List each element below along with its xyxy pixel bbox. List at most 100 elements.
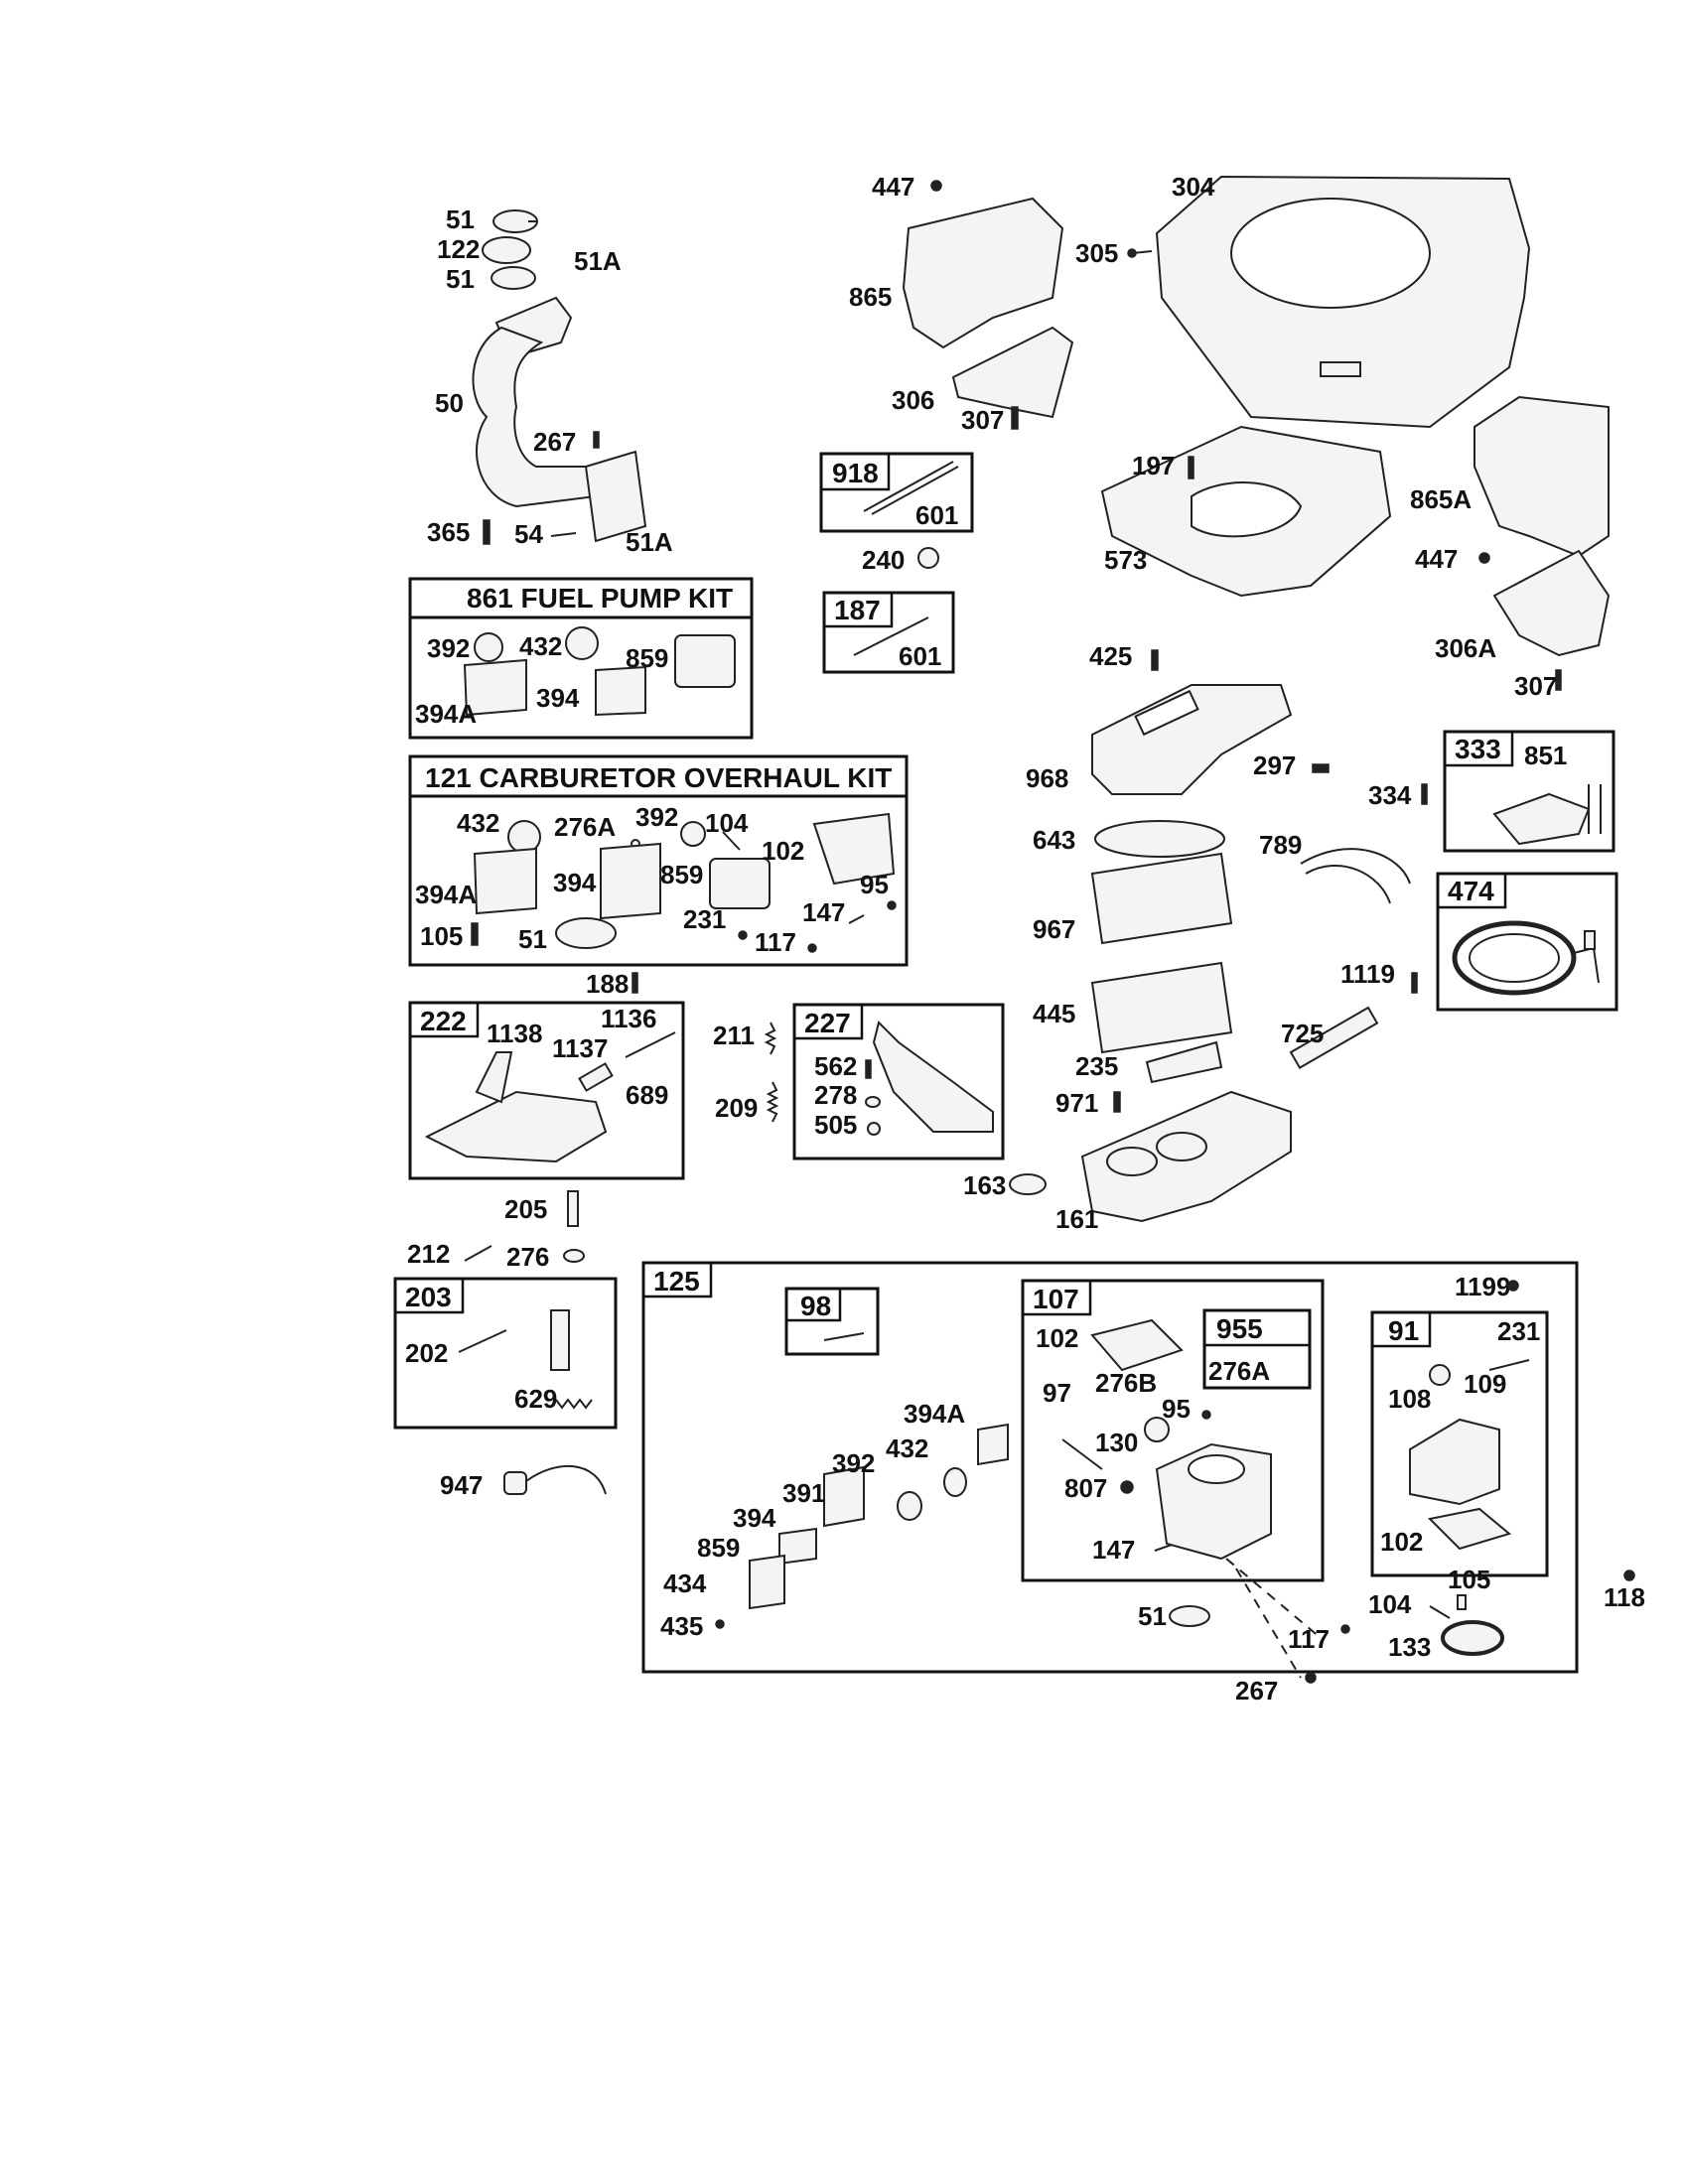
part-label: 394 <box>733 1503 776 1533</box>
baffle-lower-shape <box>951 326 1074 419</box>
link-shape <box>458 1329 507 1353</box>
part-label: 445 <box>1033 999 1075 1028</box>
box-carb-overhaul-kit <box>408 754 909 967</box>
governor-bracket-shape <box>424 1090 608 1163</box>
pre-cleaner-shape <box>1090 852 1233 945</box>
part-label: 122 <box>437 234 480 264</box>
bolt-shape <box>483 519 491 545</box>
part-label: 392 <box>635 802 678 832</box>
part-label: 307 <box>1514 671 1557 701</box>
part-label: 278 <box>814 1080 857 1110</box>
valve-shape <box>595 665 646 717</box>
carb-overhaul-kit: 121 CARBURETOR OVERHAUL KIT 432 276A 392… <box>408 754 909 999</box>
part-label: 102 <box>1380 1527 1423 1557</box>
kit-title: 121 CARBURETOR OVERHAUL KIT <box>425 762 892 793</box>
spring-shape <box>555 1398 593 1410</box>
part-label: 117 <box>755 927 796 957</box>
part-label: 105 <box>420 921 463 951</box>
box-91 <box>1370 1310 1549 1577</box>
part-label: 212 <box>407 1239 450 1269</box>
part-label: 163 <box>963 1170 1006 1200</box>
baffle-shape <box>902 197 1064 349</box>
part-label: 51 <box>446 205 475 234</box>
wire-shape <box>1300 848 1411 885</box>
part-label: 391 <box>782 1478 825 1508</box>
part-label: 109 <box>1464 1369 1506 1399</box>
part-label: 276B <box>1095 1368 1157 1398</box>
kit-title: 861 FUEL PUMP KIT <box>467 583 733 614</box>
bolt-shape <box>1011 406 1019 430</box>
box-tag: 474 <box>1448 876 1494 906</box>
seal-shape <box>1009 1173 1047 1195</box>
part-label: 231 <box>683 904 726 934</box>
part-label: 859 <box>660 860 703 889</box>
grommet-shape <box>917 547 939 569</box>
part-label: 392 <box>427 633 470 663</box>
spacer-shape <box>482 236 531 264</box>
part-label: 276A <box>1208 1356 1270 1386</box>
part-label: 435 <box>660 1611 703 1641</box>
box-227 <box>792 1003 1005 1160</box>
shaft-shape <box>1061 1438 1103 1470</box>
part-label: 211 <box>713 1021 755 1050</box>
part-label: 147 <box>1092 1535 1135 1565</box>
alternator-shape <box>1452 920 1577 996</box>
linkage-group: 205 212 276 203 202 629 947 <box>393 1190 618 1500</box>
part-label: 95 <box>1162 1394 1191 1424</box>
part-label: 267 <box>1235 1676 1278 1706</box>
part-label: 306 <box>892 385 934 415</box>
part-label: 102 <box>1036 1323 1078 1353</box>
gasket-shape <box>491 266 536 290</box>
solenoid-shape <box>503 1471 527 1495</box>
part-label: 133 <box>1388 1632 1431 1662</box>
part-label: 130 <box>1095 1428 1138 1457</box>
part-label: 789 <box>1259 830 1302 860</box>
part-label: 334 <box>1368 780 1412 810</box>
bowl-shape <box>1409 1418 1500 1506</box>
gasket-shape <box>1094 820 1225 858</box>
part-label: 859 <box>697 1533 740 1563</box>
part-label: 392 <box>832 1448 875 1478</box>
part-label: 859 <box>626 643 668 673</box>
box-222 <box>408 1001 685 1180</box>
box-107 <box>1021 1279 1325 1582</box>
box-tag: 203 <box>405 1282 452 1312</box>
part-label: 209 <box>715 1093 758 1123</box>
part-label: 851 <box>1524 741 1567 770</box>
box-203 <box>393 1277 618 1430</box>
part-label: 601 <box>915 500 958 530</box>
part-label: 807 <box>1064 1473 1107 1503</box>
box-tag: 222 <box>420 1006 467 1036</box>
blower-opening-shape <box>1230 198 1431 309</box>
part-label: 865A <box>1410 484 1472 514</box>
link-shape <box>464 1245 492 1262</box>
part-label: 95 <box>860 870 889 899</box>
box-tag: 955 <box>1216 1313 1263 1344</box>
part-label: 51 <box>518 924 547 954</box>
part-label: 97 <box>1043 1378 1071 1408</box>
ignition-module-shape <box>1492 792 1591 846</box>
part-label: 432 <box>886 1433 928 1463</box>
part-label: 573 <box>1104 545 1147 575</box>
part-label: 54 <box>514 519 543 549</box>
part-label: 51A <box>626 527 673 557</box>
element-shape <box>1090 961 1233 1054</box>
part-label: 197 <box>1132 451 1175 480</box>
part-label: 432 <box>519 631 562 661</box>
box-tag: 918 <box>832 458 879 488</box>
part-label: 235 <box>1075 1051 1118 1081</box>
part-label: 1137 <box>552 1033 608 1063</box>
part-label: 117 <box>1288 1624 1330 1654</box>
part-label: 276A <box>554 812 616 842</box>
part-label: 967 <box>1033 914 1075 944</box>
part-label: 601 <box>899 641 941 671</box>
bolt-shape <box>1188 456 1194 479</box>
exhaust-pipe-shape <box>472 326 608 508</box>
part-label: 725 <box>1281 1019 1324 1048</box>
part-label: 425 <box>1089 641 1132 671</box>
box-918 <box>819 452 974 533</box>
part-label: 231 <box>1497 1316 1540 1346</box>
part-label: 1199 <box>1455 1272 1510 1301</box>
box-tag: 187 <box>834 595 881 625</box>
